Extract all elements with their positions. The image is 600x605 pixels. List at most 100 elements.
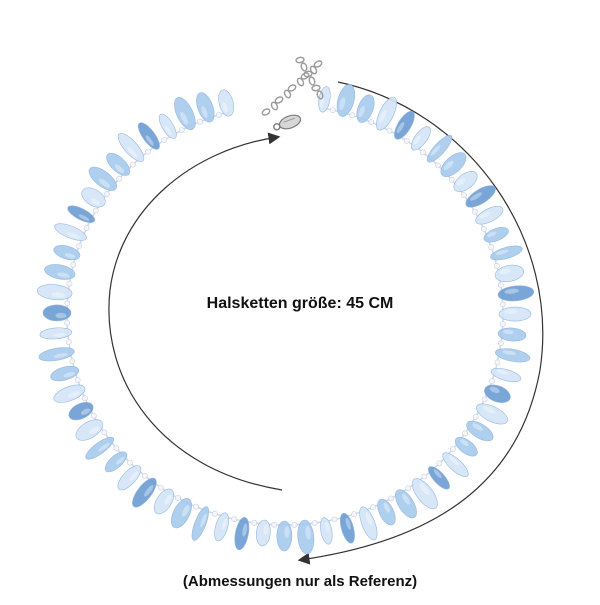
gemstone-shape — [53, 384, 86, 403]
gemstone-shape — [67, 205, 96, 223]
gemstone-highlight — [365, 512, 373, 526]
gemstone-shape — [498, 306, 532, 322]
gemstone-highlight — [200, 513, 207, 528]
lobster-clasp-spring — [283, 117, 296, 123]
gemstone-bead — [158, 113, 177, 139]
gemstone-bead — [153, 488, 175, 515]
gemstone-shape — [255, 519, 271, 547]
gemstone-bead — [411, 478, 438, 510]
pearl-spacer — [157, 484, 164, 491]
gemstone-shape — [376, 96, 397, 131]
gemstone-shape — [359, 506, 378, 541]
gemstone-shape — [117, 465, 142, 491]
gemstone-shape — [153, 488, 175, 515]
pearl-spacer — [368, 119, 375, 125]
gemstone-shape — [137, 122, 160, 150]
gemstone-highlight — [57, 272, 70, 278]
lobster-clasp-body — [278, 114, 302, 130]
gemstone-bead — [494, 264, 525, 283]
pearl-spacer — [116, 175, 122, 182]
gemstone-highlight — [63, 372, 75, 378]
pearl-spacer — [74, 377, 81, 383]
pearl-spacer — [231, 516, 238, 523]
pearl-spacer — [498, 340, 504, 347]
gemstone-shape — [494, 264, 525, 283]
pearl-spacer — [101, 429, 108, 436]
pearl-spacer — [499, 301, 506, 308]
gemstone-shape — [426, 134, 453, 163]
gemstone-highlight — [430, 145, 441, 156]
gemstone-shape — [454, 437, 478, 457]
gemstone-highlight — [305, 526, 311, 540]
gemstone-shape — [104, 451, 128, 473]
gemstone-highlight — [145, 135, 154, 146]
gemstone-shape — [484, 384, 511, 404]
gemstone-highlight — [486, 231, 497, 237]
gemstone-bead — [54, 223, 87, 241]
pearl-spacer — [480, 226, 487, 232]
gemstone-highlight — [164, 494, 172, 505]
gemstone-highlight — [284, 526, 290, 539]
gemstone-bead — [495, 348, 531, 363]
gemstone-highlight — [222, 517, 228, 530]
gemstone-highlight — [479, 211, 491, 219]
gemstone-bead — [44, 264, 76, 280]
gemstone-shape — [395, 489, 417, 519]
gemstone-bead — [428, 466, 450, 490]
extension-chain-icon — [300, 62, 308, 72]
gemstone-bead — [440, 152, 467, 177]
gemstone-highlight — [470, 192, 482, 201]
gemstone-highlight — [201, 106, 208, 118]
gemstone-bead — [442, 452, 469, 477]
gemstone-shape — [497, 327, 527, 342]
gemstone-shape — [356, 94, 375, 123]
gemstone-highlight — [114, 164, 124, 174]
pearl-spacer — [64, 319, 70, 326]
pearl-spacer — [70, 261, 77, 268]
gemstone-bead — [117, 465, 142, 491]
gemstone-bead — [117, 132, 145, 162]
pearl-spacer — [311, 520, 318, 526]
gemstone-bead — [75, 419, 104, 441]
gemstone-shape — [339, 512, 355, 544]
pearl-spacer — [351, 511, 357, 518]
gemstone-bead — [196, 92, 215, 123]
gemstone-bead — [191, 506, 209, 541]
gemstone-highlight — [180, 111, 189, 125]
gemstone-bead — [174, 97, 196, 130]
pearl-spacer — [388, 495, 394, 502]
gemstone-highlight — [504, 288, 519, 294]
pearl-spacer — [211, 510, 218, 517]
gemstone-highlight — [433, 469, 442, 479]
gemstone-shape — [38, 347, 75, 362]
gemstone-bead — [106, 152, 131, 176]
extension-chain-icon — [313, 60, 323, 68]
gemstone-bead — [218, 89, 235, 117]
gemstone-highlight — [489, 386, 500, 394]
lobster-clasp-ring — [273, 123, 281, 131]
pearl-spacer — [145, 148, 151, 155]
gemstone-bead — [39, 327, 73, 340]
pearl-spacer — [83, 225, 90, 231]
gemstone-highlight — [448, 455, 459, 466]
gemstone-bead — [42, 304, 72, 322]
gemstone-bead — [255, 519, 271, 547]
pearl-spacer — [66, 280, 73, 287]
gemstone-bead — [426, 134, 453, 163]
gemstone-shape — [191, 506, 209, 541]
gemstone-bead — [104, 451, 128, 473]
gemstone-highlight — [67, 232, 80, 239]
gemstone-bead — [53, 244, 81, 261]
measurement-arrow-icon — [297, 81, 544, 565]
gemstone-bead — [88, 166, 117, 191]
gemstone-bead — [466, 420, 494, 442]
gemstone-highlight — [499, 268, 511, 275]
gemstone-highlight — [98, 442, 110, 452]
gemstone-highlight — [90, 198, 101, 206]
gemstone-shape — [440, 152, 467, 177]
gemstone-highlight — [472, 423, 483, 431]
gemstone-highlight — [504, 309, 518, 315]
pearl-spacer — [435, 162, 441, 169]
pearl-spacer — [488, 244, 495, 251]
